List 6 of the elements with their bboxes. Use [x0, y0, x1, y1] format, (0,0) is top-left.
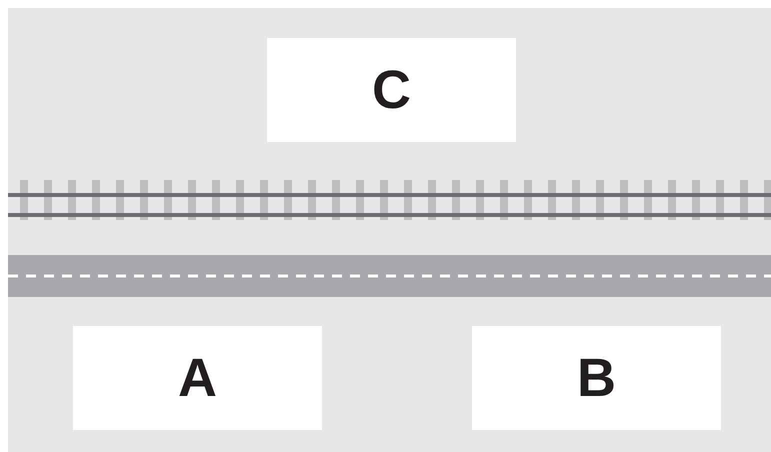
box-letter: C — [372, 63, 411, 117]
box-letter: A — [178, 351, 217, 405]
label-box — [73, 326, 322, 430]
label-box — [472, 326, 721, 430]
box-letter: B — [577, 351, 616, 405]
label-box — [267, 38, 516, 142]
